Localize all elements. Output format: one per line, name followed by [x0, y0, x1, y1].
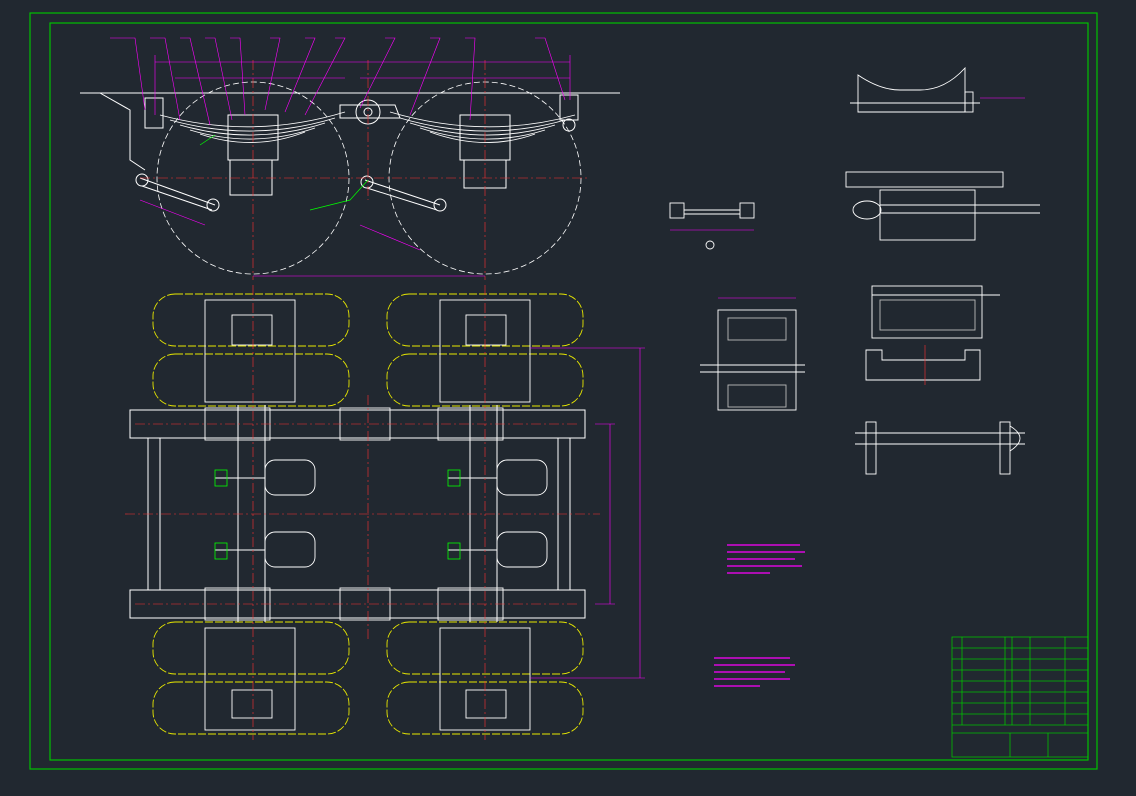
leaf-spring-right	[389, 111, 576, 143]
detail-section-clamp	[700, 297, 805, 411]
detail-view-3	[865, 285, 1000, 385]
parts-list	[951, 636, 1089, 758]
detail-view-1	[850, 66, 1025, 113]
front-hanger	[144, 97, 164, 129]
drawing-frame	[29, 12, 1098, 770]
detail-torque-rod	[669, 202, 755, 250]
rear-hanger	[559, 94, 579, 121]
plan-view	[125, 285, 645, 740]
detail-view-2	[845, 171, 1040, 241]
leaf-spring-left	[159, 111, 346, 143]
torque-rods	[135, 173, 447, 212]
technical-notes	[714, 544, 805, 687]
detail-view-4	[855, 421, 1025, 475]
brake-chambers	[215, 459, 548, 568]
side-elevation-view	[80, 37, 620, 280]
